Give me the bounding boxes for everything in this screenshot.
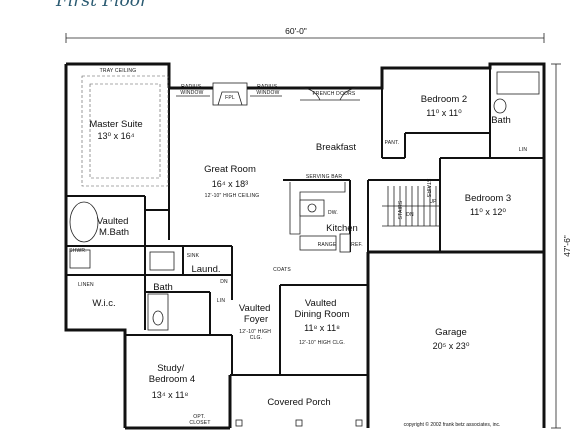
optional-closet-line: CLOSET bbox=[189, 420, 210, 426]
master-suite-name: Master Suite bbox=[89, 119, 142, 130]
bath-fixtures bbox=[69, 71, 540, 331]
study-size: 13⁴ x 11⁸ bbox=[152, 390, 189, 400]
pantry-label: PANT. bbox=[385, 140, 400, 146]
laundry-dn-label: DN bbox=[220, 279, 228, 285]
garage-name: Garage bbox=[435, 327, 467, 338]
floor-plan-heading: First Floor bbox=[56, 0, 149, 11]
vaulted-foyer-line: Vaulted bbox=[239, 303, 271, 314]
coats-label: COATS bbox=[273, 267, 291, 273]
tray-ceiling-note: TRAY CEILING bbox=[100, 68, 137, 74]
bedroom3-name: Bedroom 3 bbox=[465, 193, 511, 204]
fireplace-label: FPL bbox=[225, 95, 235, 101]
bedroom2-name: Bedroom 2 bbox=[421, 94, 467, 105]
french-doors-label: FRENCH DOORS bbox=[313, 91, 356, 97]
vaulted-foyer-note: 12'-10" HIGH CLG. bbox=[239, 329, 272, 341]
porch-columns bbox=[235, 419, 363, 427]
stairs bbox=[382, 186, 440, 227]
interior-walls bbox=[66, 68, 544, 376]
wic-name: W.i.c. bbox=[92, 298, 115, 309]
serving-bar-label: SERVING BAR bbox=[306, 174, 342, 180]
vaulted-foyer-line: Foyer bbox=[244, 314, 268, 325]
stairs-dn-label: DN bbox=[406, 212, 414, 218]
radius-window-left-label: RADIUS WINDOW bbox=[180, 84, 203, 96]
copyright-notice: copyright © 2002 frank betz associates, … bbox=[404, 421, 501, 428]
bath-lower-name: Bath bbox=[153, 282, 173, 293]
width-dimension-label: 60'-0" bbox=[285, 26, 307, 36]
radius-window-right-label: RADIUS WINDOW bbox=[256, 84, 279, 96]
garage-size: 20⁵ x 23⁰ bbox=[433, 341, 470, 351]
radius-window-left-line: WINDOW bbox=[180, 90, 203, 96]
stairs-up-arrow-label: UP bbox=[429, 199, 437, 205]
width-dimension: 60'-0" bbox=[65, 26, 545, 43]
great-room-note: 12'-10" HIGH CEILING bbox=[205, 193, 260, 199]
study-name: Study/ Bedroom 4 bbox=[149, 363, 195, 385]
stairs-down-label: STAIRS bbox=[398, 200, 404, 219]
study-name-line: Bedroom 4 bbox=[149, 374, 195, 385]
shower-label: SHWR. bbox=[69, 248, 87, 254]
linen-mbath-label: LINEN bbox=[78, 282, 94, 288]
range-label: RANGE bbox=[318, 242, 337, 248]
vaulted-foyer-note-line: CLG. bbox=[250, 335, 262, 341]
dining-name-line: Vaulted bbox=[305, 298, 337, 309]
optional-closet-line: OPT. bbox=[193, 414, 205, 420]
great-room-name: Great Room bbox=[204, 164, 256, 175]
bath-upper-name: Bath bbox=[491, 115, 511, 126]
radius-window-right-line: RADIUS bbox=[257, 84, 278, 90]
french-doors bbox=[299, 87, 361, 101]
vaulted-mbath-line: M.Bath bbox=[99, 227, 129, 238]
bedroom3-size: 11⁰ x 12⁰ bbox=[470, 207, 506, 217]
laundry-name: Laund. bbox=[191, 264, 220, 275]
depth-dimension: 47'-6" bbox=[551, 63, 572, 429]
stairs-up-label: STAIRS bbox=[425, 179, 431, 198]
vaulted-mbath-name: Vaulted M.Bath bbox=[97, 216, 131, 238]
kitchen-counters bbox=[289, 182, 351, 253]
porch-name: Covered Porch bbox=[267, 397, 330, 408]
radius-window-right-line: WINDOW bbox=[256, 90, 279, 96]
tray-ceiling-outline bbox=[81, 75, 169, 187]
dining-size: 11⁸ x 11⁸ bbox=[304, 323, 340, 333]
kitchen-name: Kitchen bbox=[326, 223, 358, 234]
refrigerator-label: REF. bbox=[351, 242, 363, 248]
great-room-size: 16⁴ x 18³ bbox=[212, 179, 248, 189]
vaulted-foyer-name: Vaulted Foyer bbox=[239, 303, 273, 325]
master-suite-size: 13⁰ x 16⁴ bbox=[98, 131, 135, 141]
dining-name: Vaulted Dining Room bbox=[295, 298, 350, 320]
sink-label: SINK bbox=[187, 253, 200, 259]
breakfast-name: Breakfast bbox=[316, 142, 356, 153]
dining-name-line: Dining Room bbox=[295, 309, 350, 320]
linen-bath-label: LIN bbox=[217, 298, 226, 304]
fireplace bbox=[212, 82, 248, 106]
dishwasher-label: DW. bbox=[328, 210, 338, 216]
study-name-line: Study/ bbox=[157, 363, 184, 374]
radius-window-left-line: RADIUS bbox=[181, 84, 202, 90]
optional-closet-label: OPT. CLOSET bbox=[189, 414, 210, 426]
vaulted-foyer-note-line: 12'-10" HIGH bbox=[239, 329, 271, 335]
depth-dimension-label: 47'-6" bbox=[562, 235, 572, 257]
bedroom2-size: 11⁰ x 11⁰ bbox=[426, 108, 462, 118]
linen-upper-label: LIN bbox=[519, 147, 528, 153]
vaulted-mbath-line: Vaulted bbox=[97, 216, 129, 227]
dining-note: 12'-10" HIGH CLG. bbox=[299, 340, 345, 346]
